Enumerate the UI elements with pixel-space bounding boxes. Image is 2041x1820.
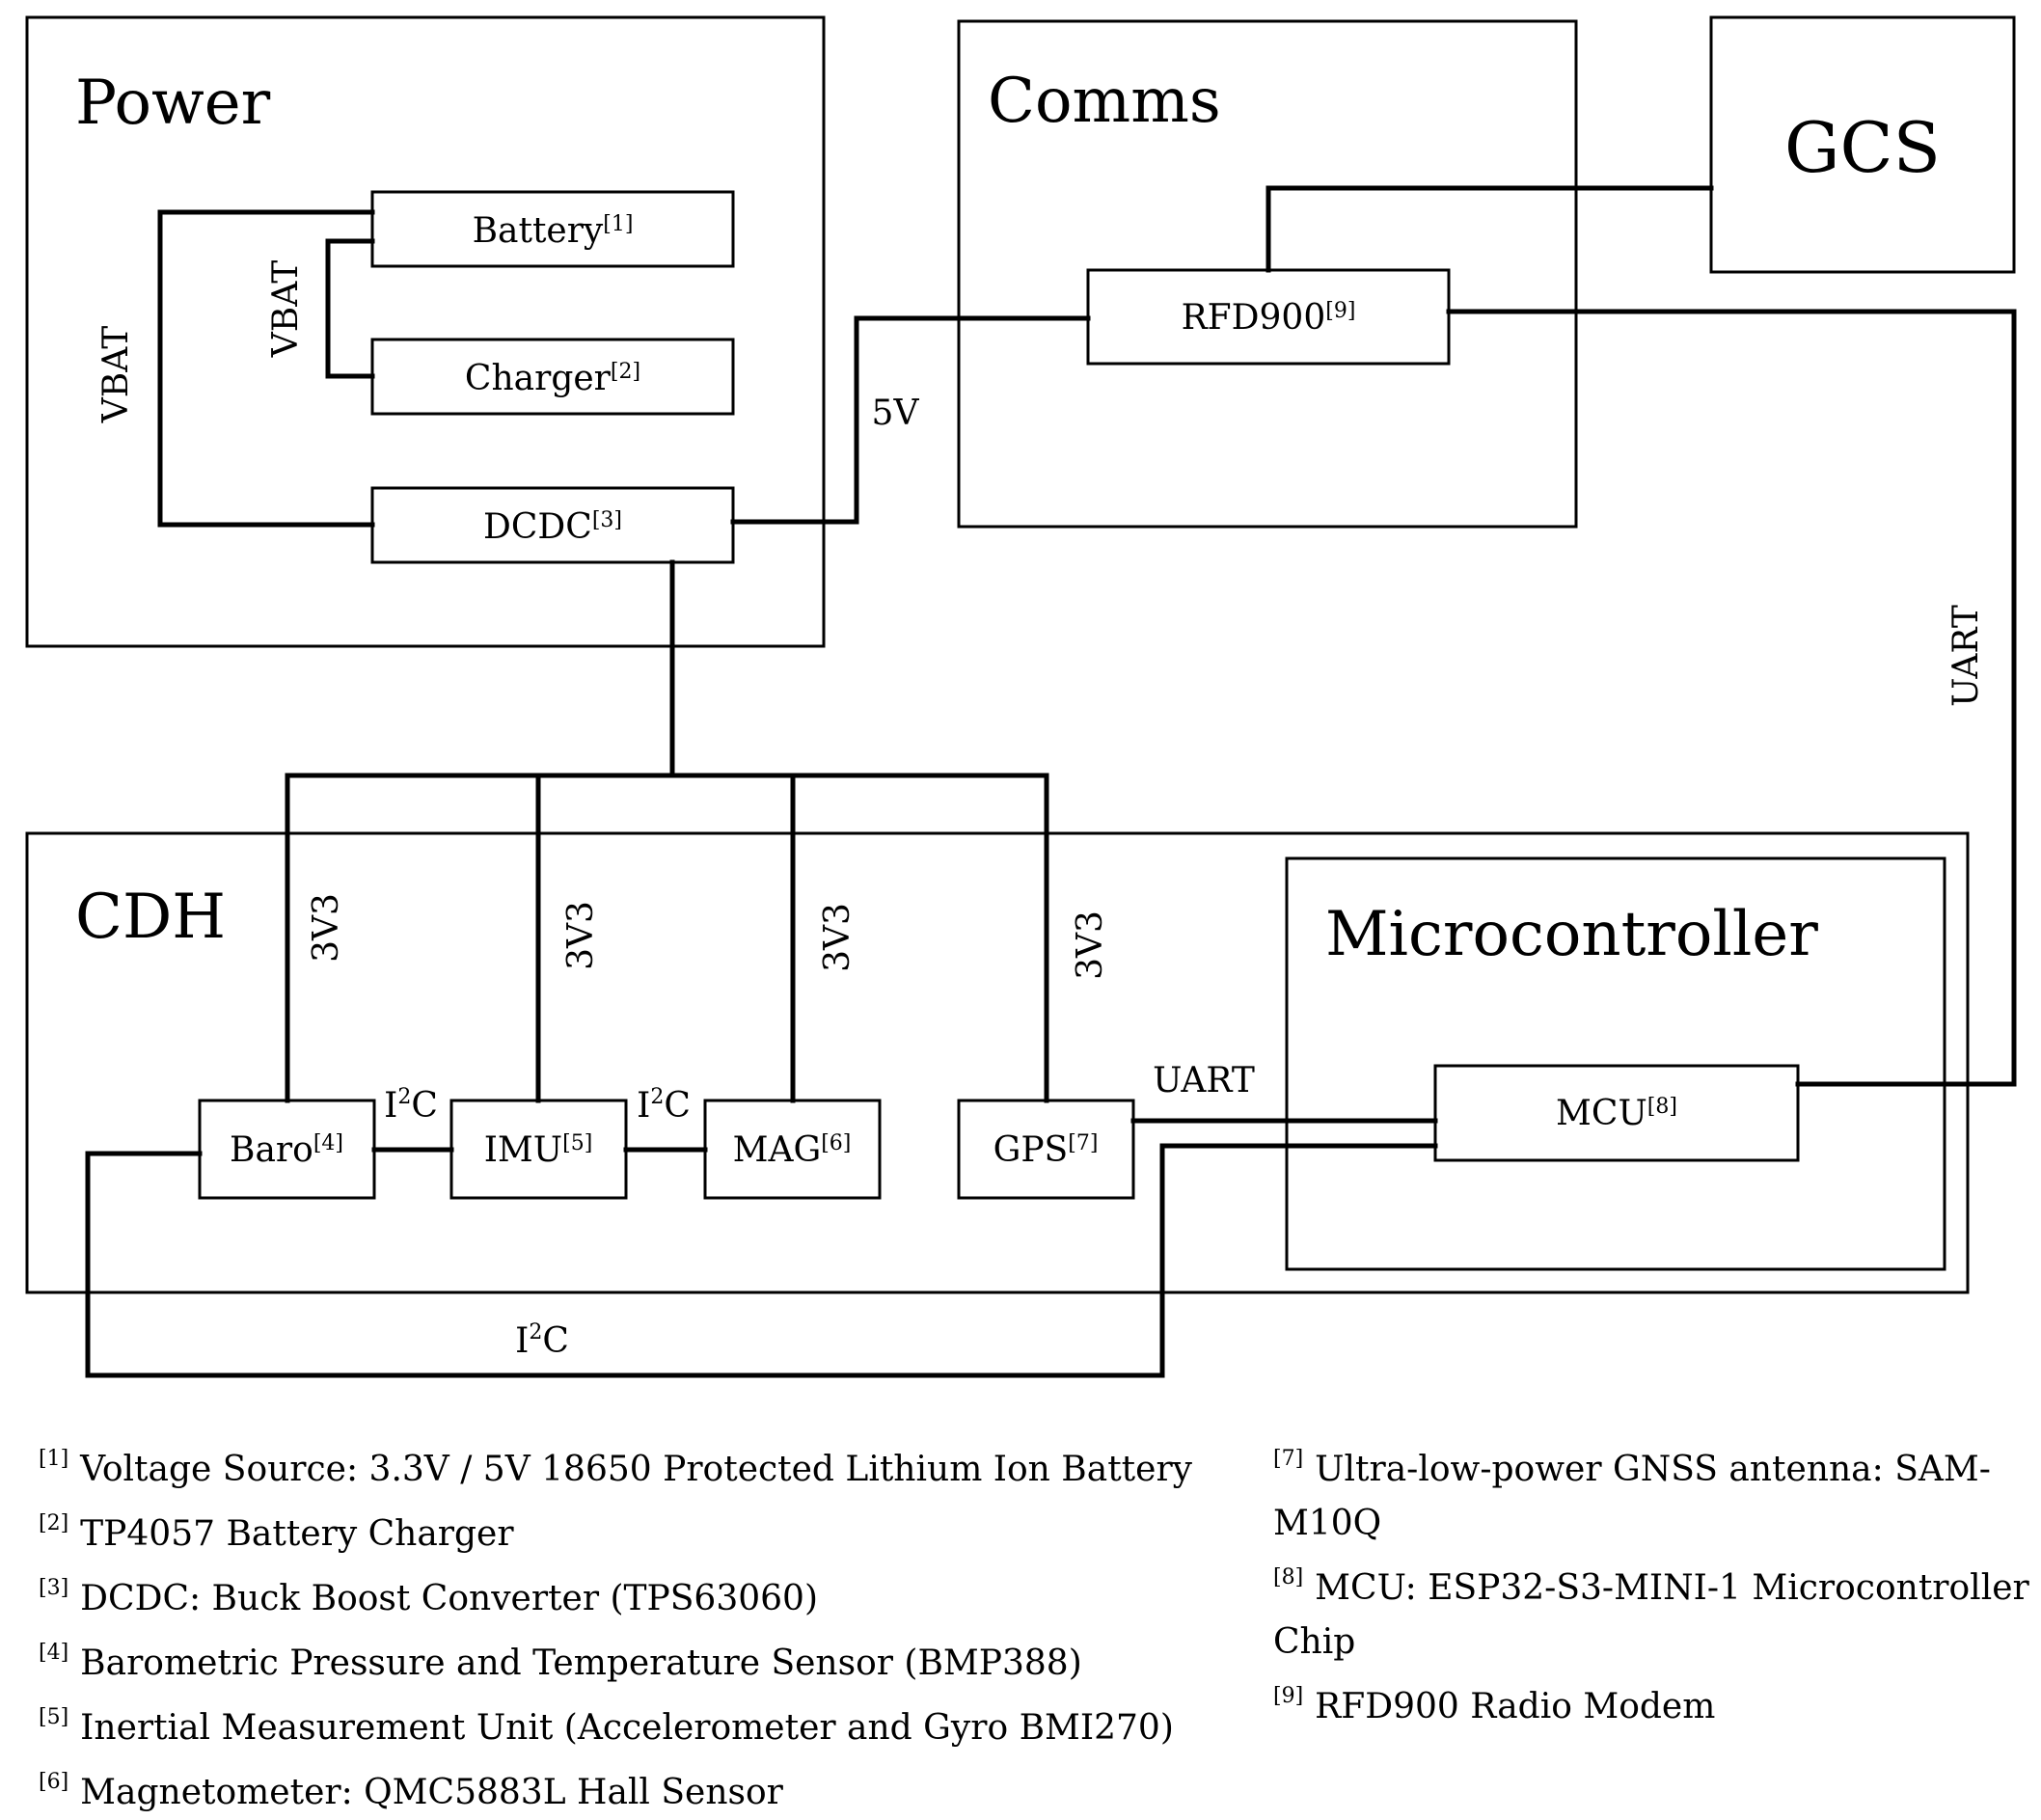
mag-label: MAG[6]	[733, 1130, 852, 1170]
rfd900-gcs-wire	[1265, 185, 1714, 273]
gcs-title: GCS	[1784, 107, 1941, 188]
footnote-4: [4] Barometric Pressure and Temperature S…	[39, 1626, 1264, 1691]
v5-label: 5V	[872, 394, 920, 433]
footnote-9: [9] RFD900 Radio Modem	[1273, 1670, 2041, 1734]
mag-box	[703, 1099, 882, 1200]
mcu-label: MCU[8]	[1556, 1094, 1677, 1133]
footnote-5: [5] Inertial Measurement Unit (Accelerome…	[39, 1691, 1264, 1755]
footnote-9-text: RFD900 Radio Modem	[1315, 1687, 1716, 1726]
microcontroller-title: Microcontroller	[1325, 899, 1818, 970]
vbat-outer-wire	[157, 209, 375, 528]
v5-wire	[730, 315, 1091, 525]
footnote-1-mark: [1]	[39, 1447, 69, 1471]
charger-label: Charger[2]	[465, 359, 640, 398]
rail-3v3-label-2: 3V3	[561, 901, 601, 970]
gcs-group-frame	[1709, 15, 2016, 274]
gps-label: GPS[7]	[993, 1130, 1099, 1170]
footnote-5-mark: [5]	[39, 1705, 69, 1729]
rail-3v3-label-3: 3V3	[818, 903, 857, 972]
rail-3v3-label-1: 3V3	[307, 893, 346, 963]
footnote-6-text: Magnetometer: QMC5883L Hall Sensor	[80, 1773, 783, 1812]
footnote-8-mark: [8]	[1273, 1565, 1304, 1589]
i2c-bus-wire	[85, 1143, 1438, 1378]
footnote-8: [8]MCU: ESP32-S3-MINI-1 Microcontroller …	[1273, 1551, 2041, 1670]
footnote-9-mark: [9]	[1273, 1684, 1304, 1708]
footnote-7-text: Ultra-low-power GNSS antenna: SAM-M10Q	[1273, 1450, 1991, 1543]
footnotes-right-column: [7]Ultra-low-power GNSS antenna: SAM-M10…	[1273, 1432, 2041, 1734]
uart-radio-label: UART	[1946, 605, 1986, 707]
i2c-baro-imu-label: I2C	[384, 1085, 438, 1126]
imu-box	[449, 1099, 628, 1200]
battery-label: Battery[1]	[473, 211, 634, 251]
footnote-4-mark: [4]	[39, 1641, 69, 1665]
baro-label: Baro[4]	[230, 1130, 343, 1170]
footnote-2-text: TP4057 Battery Charger	[80, 1514, 514, 1554]
dcdc-label: DCDC[3]	[483, 507, 622, 547]
cdh-title: CDH	[75, 882, 226, 953]
footnote-6: [6] Magnetometer: QMC5883L Hall Sensor	[39, 1755, 1264, 1820]
i2c-bus-label: I2C	[515, 1320, 569, 1361]
vbat-inner-wire	[325, 238, 375, 379]
microcontroller-group-frame	[1285, 856, 1946, 1271]
comms-group-frame	[957, 19, 1578, 529]
rail-3v3-label-4: 3V3	[1071, 910, 1110, 980]
footnote-6-mark: [6]	[39, 1770, 69, 1794]
block-diagram: Power Comms GCS CDH Microcontroller Batt…	[25, 15, 2017, 1378]
charger-box	[370, 338, 735, 416]
uart-gps-label: UART	[1153, 1061, 1255, 1100]
comms-title: Comms	[988, 66, 1221, 137]
footnote-7: [7]Ultra-low-power GNSS antenna: SAM-M10…	[1273, 1432, 2041, 1551]
footnote-3: [3] DCDC: Buck Boost Converter (TPS63060)	[39, 1562, 1264, 1626]
rfd900-box	[1086, 268, 1451, 366]
footnote-2: [2] TP4057 Battery Charger	[39, 1497, 1264, 1562]
battery-box	[370, 190, 735, 268]
rfd900-label: RFD900[9]	[1182, 298, 1356, 338]
footnote-4-text: Barometric Pressure and Temperature Sens…	[80, 1643, 1082, 1683]
footnote-8-text: MCU: ESP32-S3-MINI-1 Microcontroller Chi…	[1273, 1568, 2029, 1662]
uart-radio-wire	[1446, 309, 2017, 1087]
footnotes: [1] Voltage Source: 3.3V / 5V 18650 Prote…	[39, 1432, 2029, 1812]
footnote-2-mark: [2]	[39, 1511, 69, 1535]
footnote-3-text: DCDC: Buck Boost Converter (TPS63060)	[80, 1579, 818, 1618]
footnote-3-mark: [3]	[39, 1576, 69, 1600]
footnote-1: [1] Voltage Source: 3.3V / 5V 18650 Prote…	[39, 1432, 1264, 1497]
vbat-outer-label: VBAT	[96, 326, 136, 424]
power-title: Power	[75, 68, 271, 139]
footnotes-left-column: [1] Voltage Source: 3.3V / 5V 18650 Prote…	[39, 1432, 1264, 1820]
dcdc-box	[370, 486, 735, 564]
baro-box	[198, 1099, 376, 1200]
footnote-1-text: Voltage Source: 3.3V / 5V 18650 Protecte…	[80, 1450, 1192, 1489]
vbat-inner-label: VBAT	[266, 260, 306, 359]
i2c-imu-mag-label: I2C	[637, 1085, 691, 1126]
footnote-7-mark: [7]	[1273, 1447, 1304, 1471]
power-group-frame	[25, 15, 826, 648]
mcu-box	[1433, 1064, 1800, 1162]
cdh-group-frame	[25, 831, 1970, 1294]
imu-label: IMU[5]	[484, 1130, 593, 1170]
footnote-5-text: Inertial Measurement Unit (Accelerometer…	[80, 1708, 1174, 1748]
gps-box	[957, 1099, 1135, 1200]
